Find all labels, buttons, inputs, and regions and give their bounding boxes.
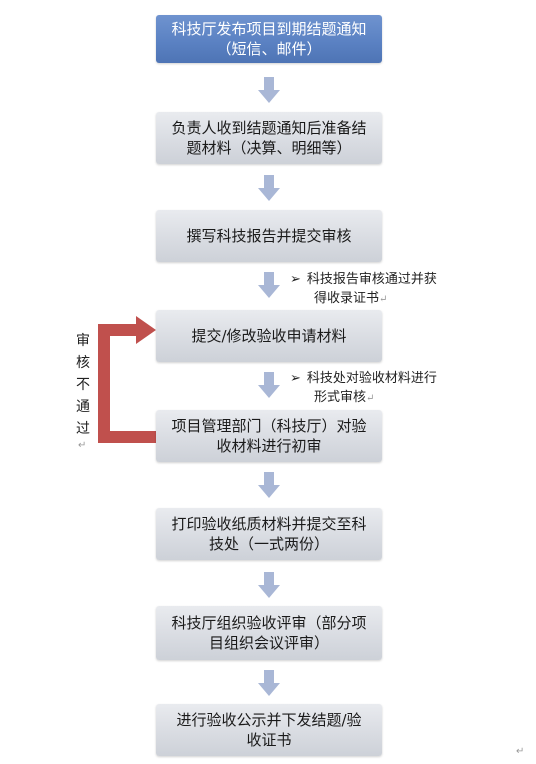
note-formal-review: ➢科技处对验收材料进行 形式审核↵ [290,371,437,405]
note-1-line1: 科技报告审核通过并获 [306,272,437,287]
step-2-line2: 题材料（决算、明细等） [186,139,352,157]
step-1-line1: 科技厅发布项目到期结题通知 [171,20,367,38]
step-initial-review: 项目管理部门（科技厅）对验收材料进行初审 [156,410,382,462]
down-arrow-icon [258,272,280,298]
note-2-line1: 科技处对验收材料进行 [306,371,437,386]
reject-label-char: 不 [76,377,90,393]
step-submit-application: 提交/修改验收申请材料 [156,310,382,362]
step-write-report: 撰写科技报告并提交审核 [156,210,382,262]
step-7-line1: 科技厅组织验收评审（部分项 [171,614,367,632]
down-arrow-icon [258,572,280,598]
step-expert-review: 科技厅组织验收评审（部分项目组织会议评审） [156,606,382,660]
reject-label-char: 核 [76,355,90,371]
step-5-line2: 收材料进行初审 [216,437,322,455]
step-6-line1: 打印验收纸质材料并提交至科 [171,515,367,533]
step-2-line1: 负责人收到结题通知后准备结 [171,119,367,137]
step-publish-certificate: 进行验收公示并下发结题/验收证书 [156,704,382,756]
step-print-submit: 打印验收纸质材料并提交至科技处（一式两份） [156,508,382,560]
step-3-line1: 撰写科技报告并提交审核 [186,227,352,245]
paragraph-mark-icon: ↵ [78,440,87,451]
down-arrow-icon [258,670,280,696]
step-6-line2: 技处（一式两份） [208,535,329,553]
down-arrow-icon [258,472,280,498]
bullet-arrow-icon: ➢ [290,371,301,386]
bullet-arrow-icon: ➢ [290,272,301,287]
step-4-line1: 提交/修改验收申请材料 [191,327,347,345]
paragraph-mark-icon: ↵ [516,746,525,757]
reject-label-char: 通 [76,399,90,415]
step-5-line1: 项目管理部门（科技厅）对验 [171,417,367,435]
down-arrow-icon [258,77,280,103]
step-7-line2: 目组织会议评审） [208,634,329,652]
down-arrow-icon [258,175,280,201]
step-prepare-materials: 负责人收到结题通知后准备结题材料（决算、明细等） [156,112,382,164]
reject-label-char: 过 [76,421,90,437]
step-8-line1: 进行验收公示并下发结题/验 [176,711,362,729]
note-1-line2: 得收录证书 [314,291,380,306]
note-2-line2: 形式审核 [314,390,367,405]
step-publish-notice: 科技厅发布项目到期结题通知 （短信、邮件） [156,15,382,63]
step-1-line2: （短信、邮件） [216,40,322,58]
reject-label: 审 核 不 通 过 [74,330,92,440]
reject-label-char: 审 [76,333,90,349]
note-report-approved: ➢科技报告审核通过并获 得收录证书↵ [290,272,437,306]
step-8-line2: 收证书 [246,731,292,749]
down-arrow-icon [258,372,280,398]
